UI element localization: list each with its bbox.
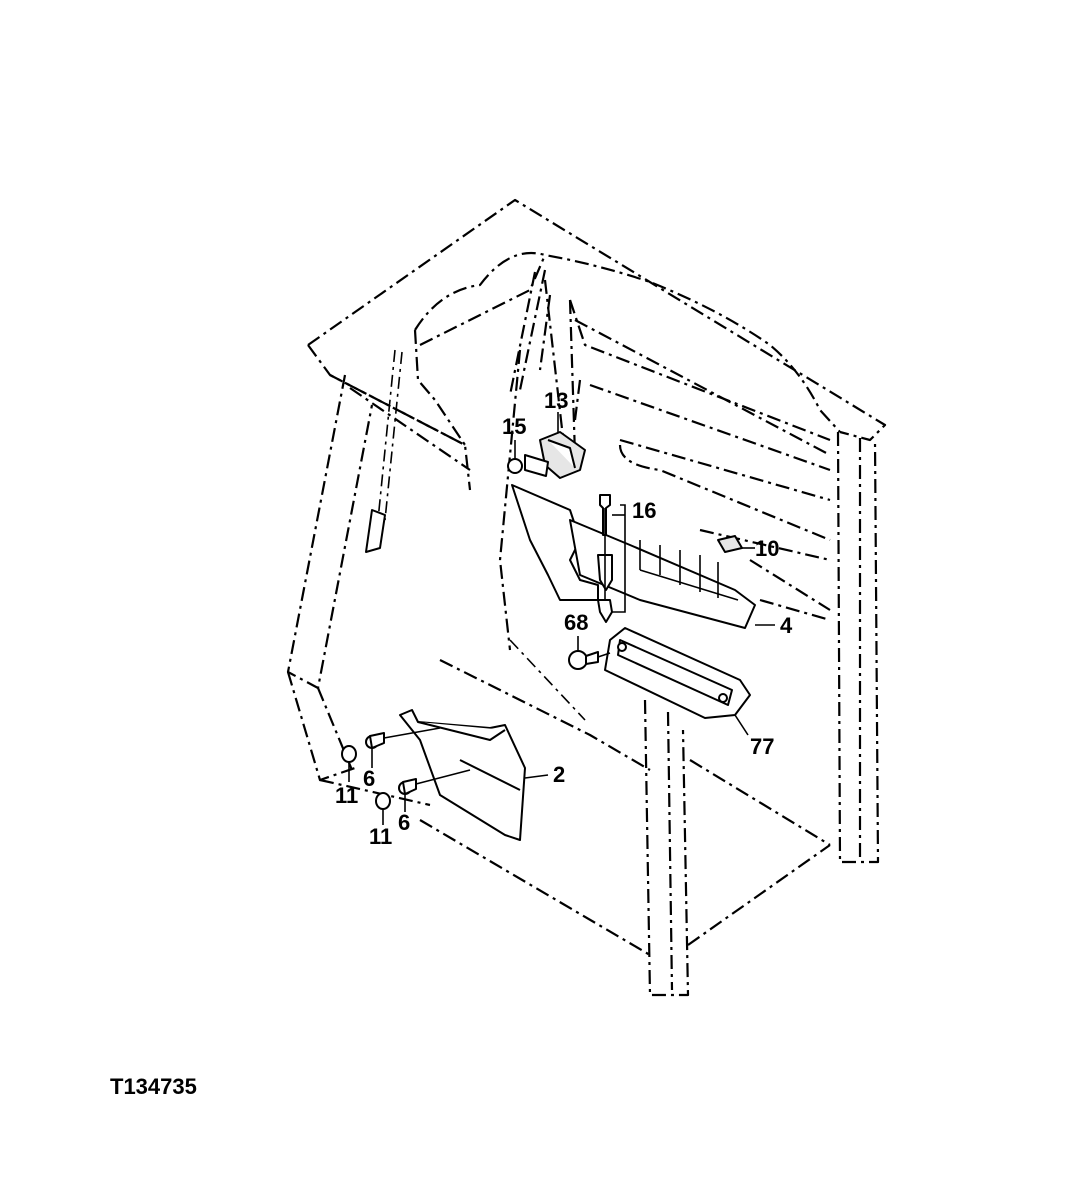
console-vents [639, 540, 739, 601]
callout-68: 68 [564, 610, 588, 635]
part-13-bracket [507, 431, 586, 479]
callout-6-lower: 6 [398, 810, 410, 835]
part-77-cover [604, 627, 751, 719]
part-16-mount [597, 494, 613, 623]
callout-10: 10 [755, 536, 779, 561]
callout-77: 77 [750, 734, 774, 759]
fasteners-6-11 [341, 732, 417, 810]
callout-16: 16 [632, 498, 656, 523]
part-2-lower-cover [399, 709, 526, 841]
callout-13: 13 [544, 388, 568, 413]
part-68-screw [568, 650, 599, 670]
callout-6-upper: 6 [363, 766, 375, 791]
callout-11-lower: 11 [369, 824, 392, 849]
console-side-panel [511, 484, 756, 629]
figure-id: T134735 [110, 1074, 197, 1099]
callouts: 13 15 16 10 4 68 77 2 6 6 11 11 [335, 388, 793, 849]
callout-15: 15 [502, 414, 526, 439]
cab-frame [286, 198, 887, 997]
leader-lines [348, 412, 775, 825]
callout-2: 2 [553, 762, 565, 787]
callout-11-upper: 11 [335, 783, 358, 808]
callout-4: 4 [780, 613, 793, 638]
